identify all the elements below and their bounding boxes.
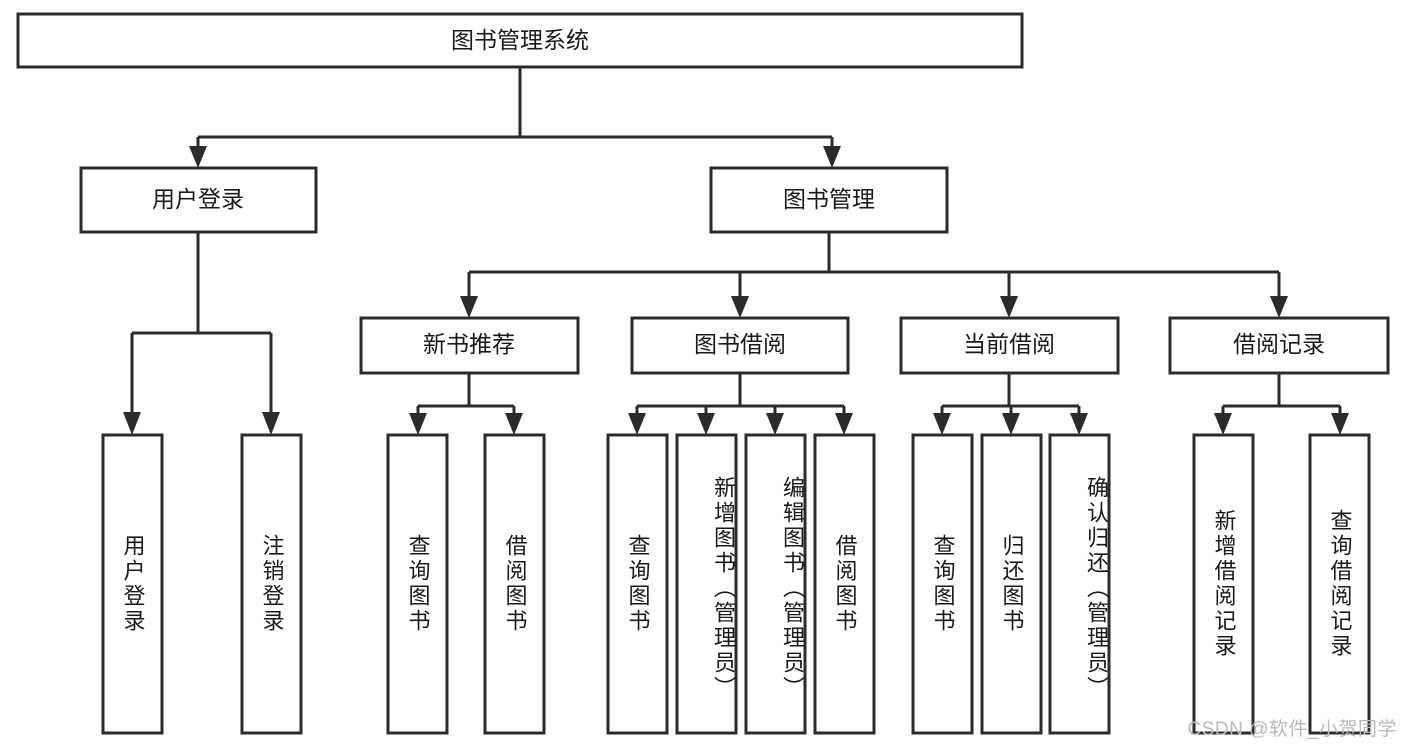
arrow-head-icon [1070, 413, 1088, 435]
node-book-management-label: 图书管理 [783, 186, 875, 212]
connector-userlogin-to-leaves [123, 232, 280, 435]
connector-newbook-to-leaves [409, 373, 523, 435]
leaf-box-confirm-return[interactable] [1048, 433, 1111, 735]
arrow-head-icon [933, 413, 951, 435]
node-book-borrow-label: 图书借阅 [694, 331, 786, 357]
node-book-management[interactable]: 图书管理 [709, 166, 949, 234]
leaf-box-user-login[interactable] [101, 433, 164, 735]
connector-root-to-level2 [189, 67, 841, 168]
arrow-head-icon [1214, 413, 1232, 435]
leaf-box-borrow-book-2[interactable] [813, 433, 876, 735]
leaf-box-add-record[interactable] [1192, 433, 1255, 735]
leaf-box-borrow-book-1[interactable] [483, 433, 546, 735]
leaf-box-query-book-1[interactable] [386, 433, 449, 735]
leaf-box-add-book[interactable] [675, 433, 738, 735]
node-new-book-recommend-label: 新书推荐 [423, 331, 515, 357]
arrow-head-icon [189, 146, 207, 168]
watermark-text: CSDN @软件_小贺同学 [1187, 719, 1397, 740]
arrow-head-icon [1002, 413, 1020, 435]
node-current-borrow[interactable]: 当前借阅 [899, 316, 1120, 375]
leaf-boxes [101, 433, 1371, 735]
leaf-box-query-book-3[interactable] [911, 433, 974, 735]
node-user-login[interactable]: 用户登录 [79, 166, 318, 234]
arrow-head-icon [731, 296, 749, 318]
arrow-head-icon [1331, 413, 1349, 435]
arrow-head-icon [835, 413, 853, 435]
arrow-head-icon [628, 413, 646, 435]
connector-bookmgmt-to-level3 [460, 232, 1288, 318]
leaf-box-logout[interactable] [240, 433, 303, 735]
leaf-box-return-book[interactable] [980, 433, 1043, 735]
arrow-head-icon [505, 413, 523, 435]
connector-borrowrecord-to-leaves [1214, 373, 1349, 435]
node-user-login-label: 用户登录 [152, 186, 244, 212]
arrow-head-icon [766, 413, 784, 435]
arrow-head-icon [409, 413, 427, 435]
leaf-box-edit-book[interactable] [744, 433, 807, 735]
node-new-book-recommend[interactable]: 新书推荐 [359, 316, 580, 375]
node-book-borrow[interactable]: 图书借阅 [630, 316, 850, 375]
node-root[interactable]: 图书管理系统 [16, 12, 1024, 69]
arrow-head-icon [123, 412, 141, 435]
arrow-head-icon [823, 146, 841, 168]
node-borrow-record[interactable]: 借阅记录 [1168, 316, 1390, 375]
arrow-head-icon [1270, 296, 1288, 318]
connector-bookborrow-to-leaves [628, 373, 853, 435]
arrow-head-icon [1000, 296, 1018, 318]
node-current-borrow-label: 当前借阅 [963, 331, 1055, 357]
leaf-box-query-book-2[interactable] [606, 433, 669, 735]
node-root-label: 图书管理系统 [451, 27, 589, 53]
arrow-head-icon [262, 412, 280, 435]
connector-currentborrow-to-leaves [933, 373, 1088, 435]
arrow-head-icon [697, 413, 715, 435]
arrow-head-icon [460, 296, 478, 318]
leaf-box-query-record[interactable] [1308, 433, 1371, 735]
node-borrow-record-label: 借阅记录 [1233, 331, 1325, 357]
